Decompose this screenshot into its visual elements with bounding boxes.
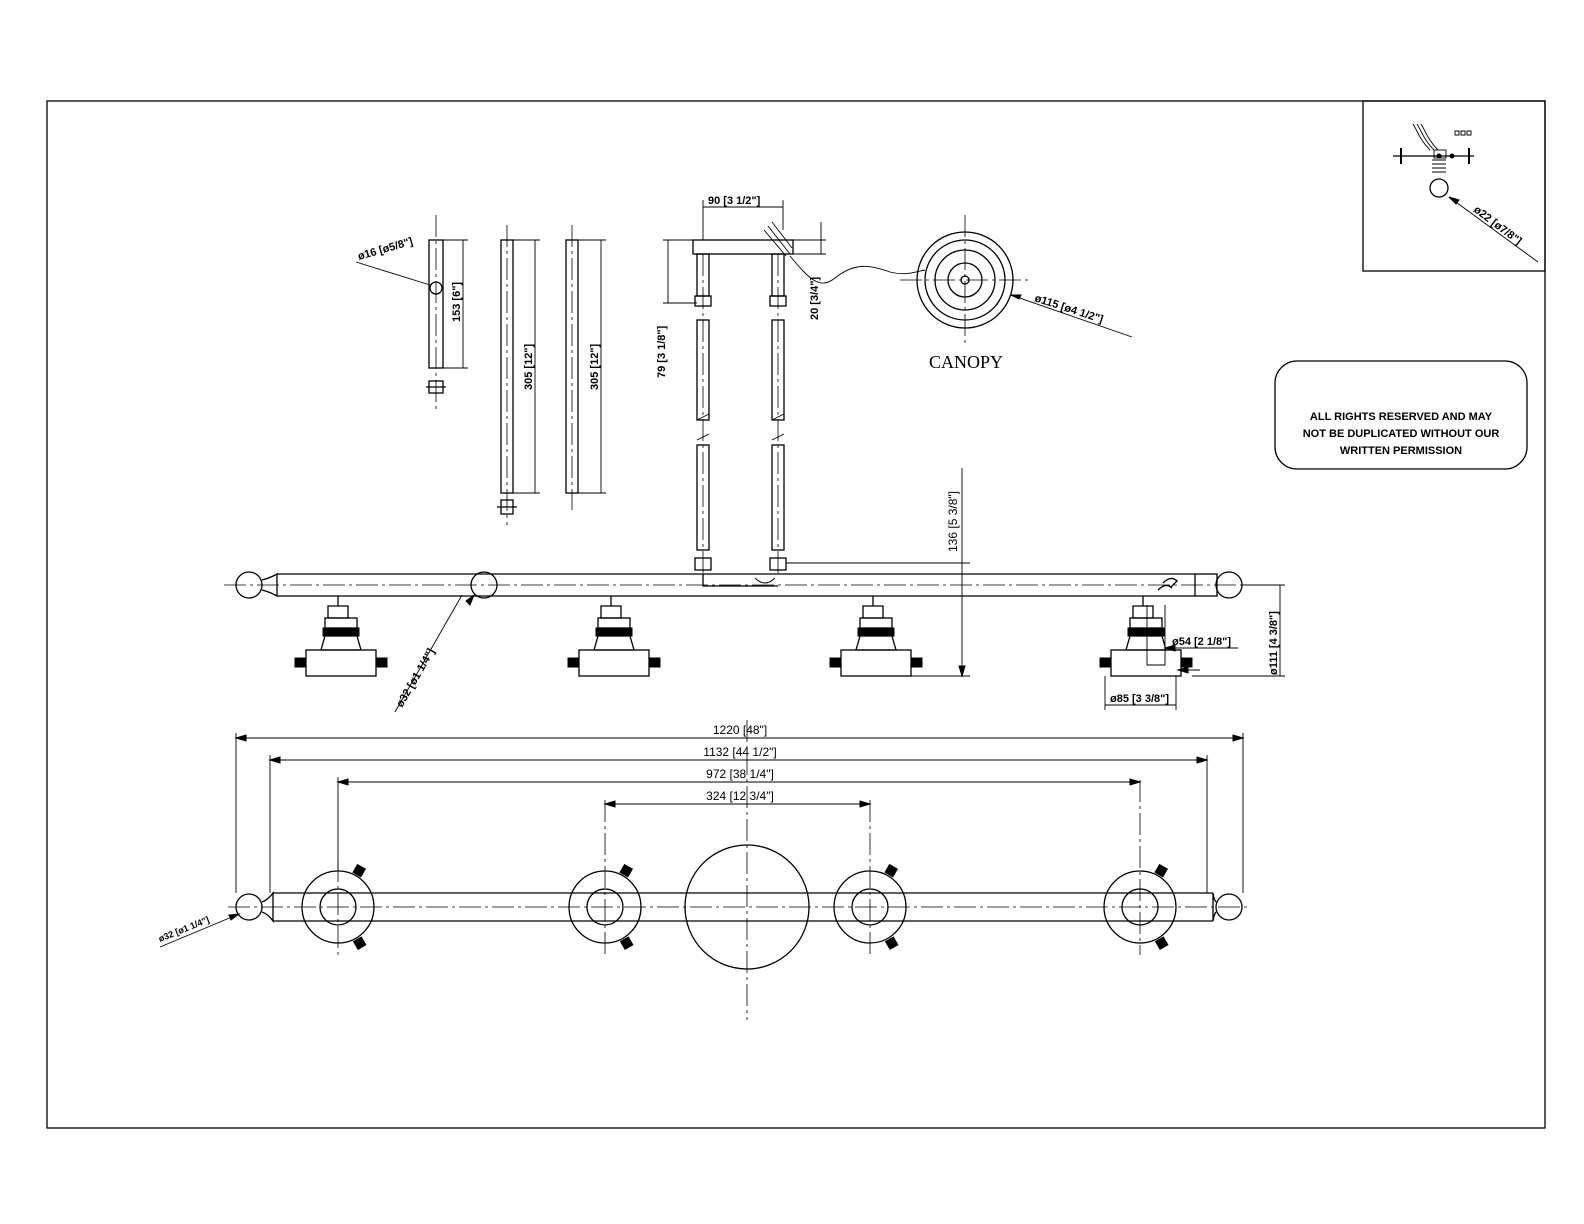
canopy-height-label: 20 [3/4"] <box>809 277 821 320</box>
canopy-diameter-label: ø115 [ø4 1/2"] <box>1033 292 1105 326</box>
inner-spacing-label: 324 [12 3/4"] <box>706 789 774 803</box>
canopy-plan: ø115 [ø4 1/2"] CANOPY <box>900 215 1133 372</box>
notice-line-2: NOT BE DUPLICATED WITHOUT OUR <box>1303 428 1500 440</box>
mount-width-label: 90 [3 1/2"] <box>708 195 761 207</box>
holder-diameter-label: ø54 [2 1/8"] <box>1172 636 1231 648</box>
front-elevation: ø32 [ø1 1/4"] <box>224 468 1285 713</box>
rod-diameter-label: ø16 [ø5/8"] <box>357 236 415 263</box>
notice-line-1: ALL RIGHTS RESERVED AND MAY <box>1310 411 1493 423</box>
stem-upper-label: 79 [3 1/8"] <box>656 325 668 378</box>
rod-long-b-length-label: 305 [12"] <box>589 343 601 390</box>
plan-holder-4 <box>1103 780 1177 955</box>
bar-length-label: 1132 [44 1/2"] <box>703 745 776 759</box>
fixture-height-label: ø111 [4 3/8"] <box>1268 611 1280 675</box>
mount-assembly: 90 [3 1/2"] 20 [3/4"] 79 [3 1/8"] <box>656 195 926 575</box>
canopy-label: CANOPY <box>929 352 1003 372</box>
plan-holder-3 <box>833 800 907 955</box>
overall-length-label: 1220 [48"] <box>713 723 767 737</box>
extension-rod-long-b: 305 [12"] <box>565 225 606 510</box>
detail-view: ø22 [ø7/8"] <box>1362 100 1546 272</box>
plan-holder-1 <box>301 860 375 955</box>
notice-line-3: WRITTEN PERMISSION <box>1340 445 1462 457</box>
detail-ball-diameter-label: ø22 [ø7/8"] <box>1471 204 1524 248</box>
extension-rod-long-a: 305 [12"] <box>497 225 540 525</box>
lamp-holder-3 <box>829 596 923 677</box>
extension-rod-short: 153 [6"] ø16 [ø5/8"] <box>355 215 468 410</box>
outer-spacing-label: 972 [38 1/4"] <box>706 767 774 781</box>
bar-diameter-front-label: ø32 [ø1 1/4"] <box>394 646 437 709</box>
base-width-label: ø85 [3 3/8"] <box>1110 693 1169 705</box>
sheet-border <box>46 100 1546 1129</box>
plan-holder-2 <box>568 800 642 955</box>
plan-view: 1220 [48"] 1132 [44 1/2"] 972 [38 1/4"] … <box>157 720 1250 1020</box>
copyright-notice: ALL RIGHTS RESERVED AND MAY NOT BE DUPLI… <box>1274 360 1528 470</box>
lamp-holder-4 <box>1099 596 1193 677</box>
lamp-holder-2 <box>567 596 661 677</box>
drop-height-label: 136 [5 3/8"] <box>946 491 960 552</box>
rod-long-a-length-label: 305 [12"] <box>523 343 535 390</box>
rod-short-length-label: 153 [6"] <box>451 282 463 322</box>
lamp-holder-1 <box>294 596 388 677</box>
